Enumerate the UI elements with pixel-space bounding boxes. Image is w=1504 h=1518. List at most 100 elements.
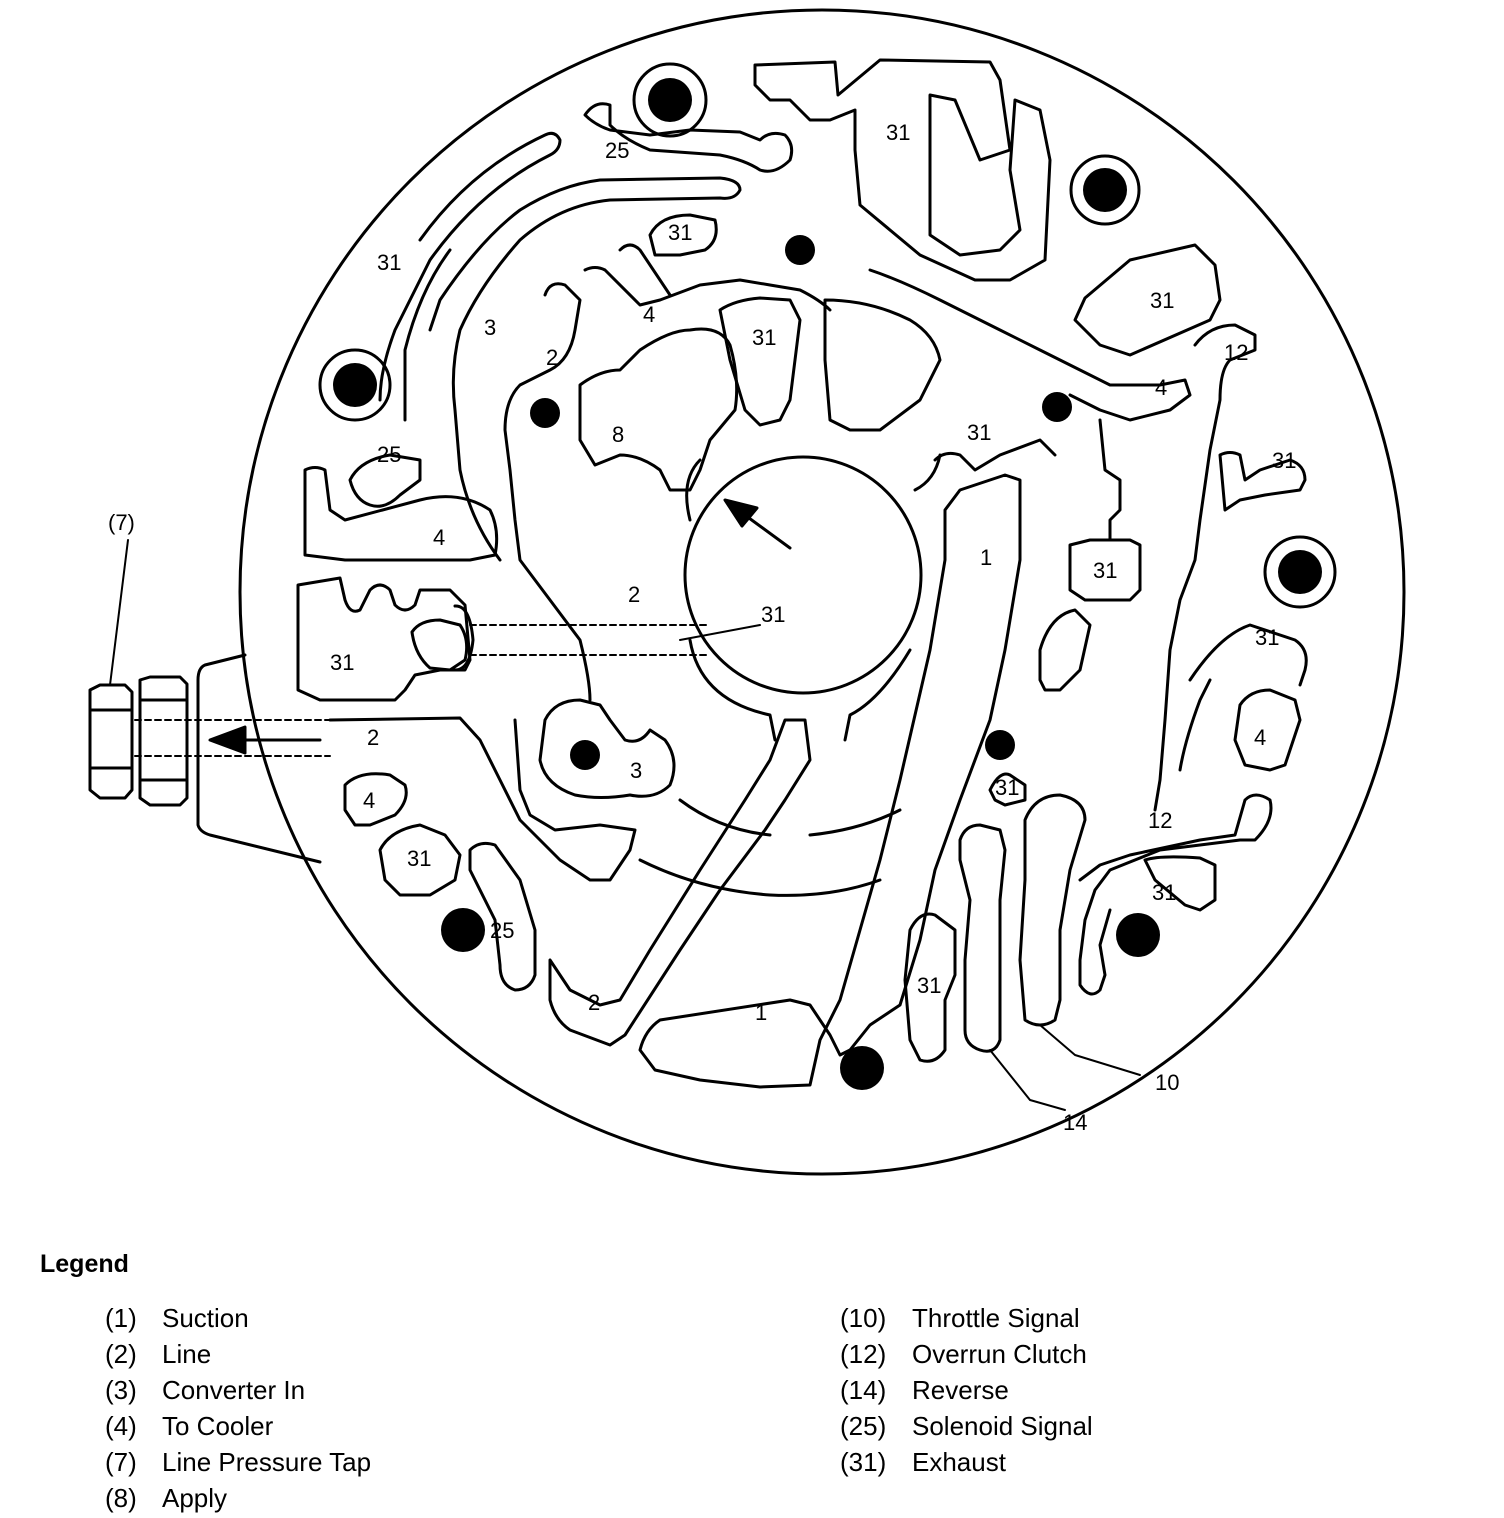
label-31-right-mid: 31 xyxy=(1093,558,1117,583)
passage-31-top xyxy=(753,58,1052,282)
legend-item-text: Throttle Signal xyxy=(912,1302,1080,1333)
passage-25-lower xyxy=(468,841,537,992)
passage-2-upper xyxy=(503,282,592,702)
passage-arc-lower xyxy=(638,798,902,897)
label-1-center: 1 xyxy=(980,545,992,570)
label-31-lower-mid: 31 xyxy=(995,775,1019,800)
label-4-lower-left: 4 xyxy=(363,788,375,813)
legend-item: (12) Overrun Clutch xyxy=(840,1336,1093,1372)
legend-item: (31) Exhaust xyxy=(840,1444,1093,1480)
label-4-left: 4 xyxy=(433,525,445,550)
legend-item-number: (31) xyxy=(840,1446,887,1477)
label-4-right: 4 xyxy=(1155,375,1167,400)
passage-31-small-top xyxy=(648,213,718,257)
legend-item-number: (3) xyxy=(105,1374,137,1405)
legend-item: (3) Converter In xyxy=(105,1372,371,1408)
legend-item: (1)Suction xyxy=(105,1300,371,1336)
passage-3-lower xyxy=(538,698,676,799)
legend-item-number: (2) xyxy=(105,1338,137,1369)
label-12-right: 12 xyxy=(1224,340,1248,365)
legend-item-text: Converter In xyxy=(162,1374,306,1405)
label-2-tap: 2 xyxy=(367,725,379,750)
bore-hub xyxy=(685,453,942,742)
label-4-upper: 4 xyxy=(643,302,655,327)
legend-title: Legend xyxy=(40,1250,129,1278)
leader-lines xyxy=(109,539,1141,1111)
legend-item-number: (25) xyxy=(840,1410,887,1441)
line-pressure-tap-plug xyxy=(88,675,189,807)
legend-item-number: (1) xyxy=(105,1302,137,1333)
label-8-apply: 8 xyxy=(612,422,624,447)
passage-10-throttle xyxy=(1018,793,1087,1027)
label-31-center-top: 31 xyxy=(752,325,776,350)
passage-2-tap xyxy=(328,716,637,882)
label-31-lower-left: 31 xyxy=(407,846,431,871)
legend-item-number: (7) xyxy=(105,1446,137,1477)
label-2-bottom: 2 xyxy=(588,990,600,1015)
passage-right-channel xyxy=(1038,418,1122,692)
label-7: (7) xyxy=(108,510,135,535)
pressure-tap-boss xyxy=(196,653,322,864)
passage-31-right-mid xyxy=(1068,538,1142,602)
label-25-left: 25 xyxy=(377,442,401,467)
pump-body-outline xyxy=(238,8,1406,1176)
passage-31-lower-mid xyxy=(988,772,1027,807)
label-31-top: 31 xyxy=(886,120,910,145)
legend-item-text: Overrun Clutch xyxy=(912,1338,1087,1369)
label-31-upper-right: 31 xyxy=(1150,288,1174,313)
passage-31-left xyxy=(296,576,472,702)
passage-25-left xyxy=(348,453,422,508)
legend-item-text: To Cooler xyxy=(162,1410,274,1441)
label-2-center: 2 xyxy=(628,582,640,607)
passage-12-right xyxy=(1153,323,1257,812)
legend-item-text: Exhaust xyxy=(912,1446,1006,1477)
label-31-lower-far-right: 31 xyxy=(1152,880,1176,905)
legend-item-number: (14) xyxy=(840,1374,887,1405)
legend-left-column: (1)Suction (2)Line (3) Converter In (4)To… xyxy=(105,1300,371,1516)
label-1-bottom: 1 xyxy=(755,1000,767,1025)
passage-25-top xyxy=(583,102,794,173)
passage-31-lower-right xyxy=(1178,623,1308,772)
legend-item: (2)Line xyxy=(105,1336,371,1372)
legend-item: (10)Throttle Signal xyxy=(840,1300,1093,1336)
legend-item-text: Solenoid Signal xyxy=(912,1410,1093,1441)
label-31-lower-right: 31 xyxy=(1255,625,1279,650)
label-12-lower: 12 xyxy=(1148,808,1172,833)
passage-4-lower-right xyxy=(1233,688,1302,772)
passage-8-apply xyxy=(578,327,739,492)
label-25-top: 25 xyxy=(605,138,629,163)
legend-item-number: (8) xyxy=(105,1482,137,1513)
passage-12-lower xyxy=(1078,793,1273,996)
label-31-bore: 31 xyxy=(761,602,785,627)
legend-item: (4)To Cooler xyxy=(105,1408,371,1444)
label-3-upper: 3 xyxy=(484,315,496,340)
legend-item-text: Line Pressure Tap xyxy=(162,1446,372,1477)
label-3-lower: 3 xyxy=(630,758,642,783)
passage-31-center-top xyxy=(718,296,802,427)
legend-right-column: (10)Throttle Signal (12) Overrun Clutch (… xyxy=(840,1300,1093,1480)
legend-item-number: (12) xyxy=(840,1338,887,1369)
label-14: 14 xyxy=(1063,1110,1087,1135)
flow-arrows xyxy=(208,498,792,755)
passage-4-right xyxy=(868,268,1192,422)
passage-31-arc-top xyxy=(823,298,942,432)
label-4-lower-right: 4 xyxy=(1254,725,1266,750)
legend-item: (14) Reverse xyxy=(840,1372,1093,1408)
label-31-right-small: 31 xyxy=(1272,448,1296,473)
passage-31-arc-left xyxy=(378,131,562,422)
label-10: 10 xyxy=(1155,1070,1179,1095)
label-31-small-top: 31 xyxy=(668,220,692,245)
label-2-upper: 2 xyxy=(546,345,558,370)
passage-2-bottom xyxy=(548,718,812,1047)
legend-item: (7) Line Pressure Tap xyxy=(105,1444,371,1480)
passage-31-upper-right xyxy=(1073,243,1222,357)
label-25-lower: 25 xyxy=(490,918,514,943)
tap-passage-dashed xyxy=(134,624,711,757)
passage-31-lower-left xyxy=(378,823,462,897)
passage-4-left xyxy=(303,466,499,562)
passage-4-upper xyxy=(583,243,832,312)
passage-4-lower-left xyxy=(343,772,408,827)
legend-item-text: Reverse xyxy=(912,1374,1009,1405)
center-bore xyxy=(683,455,923,695)
label-31-left: 31 xyxy=(330,650,354,675)
